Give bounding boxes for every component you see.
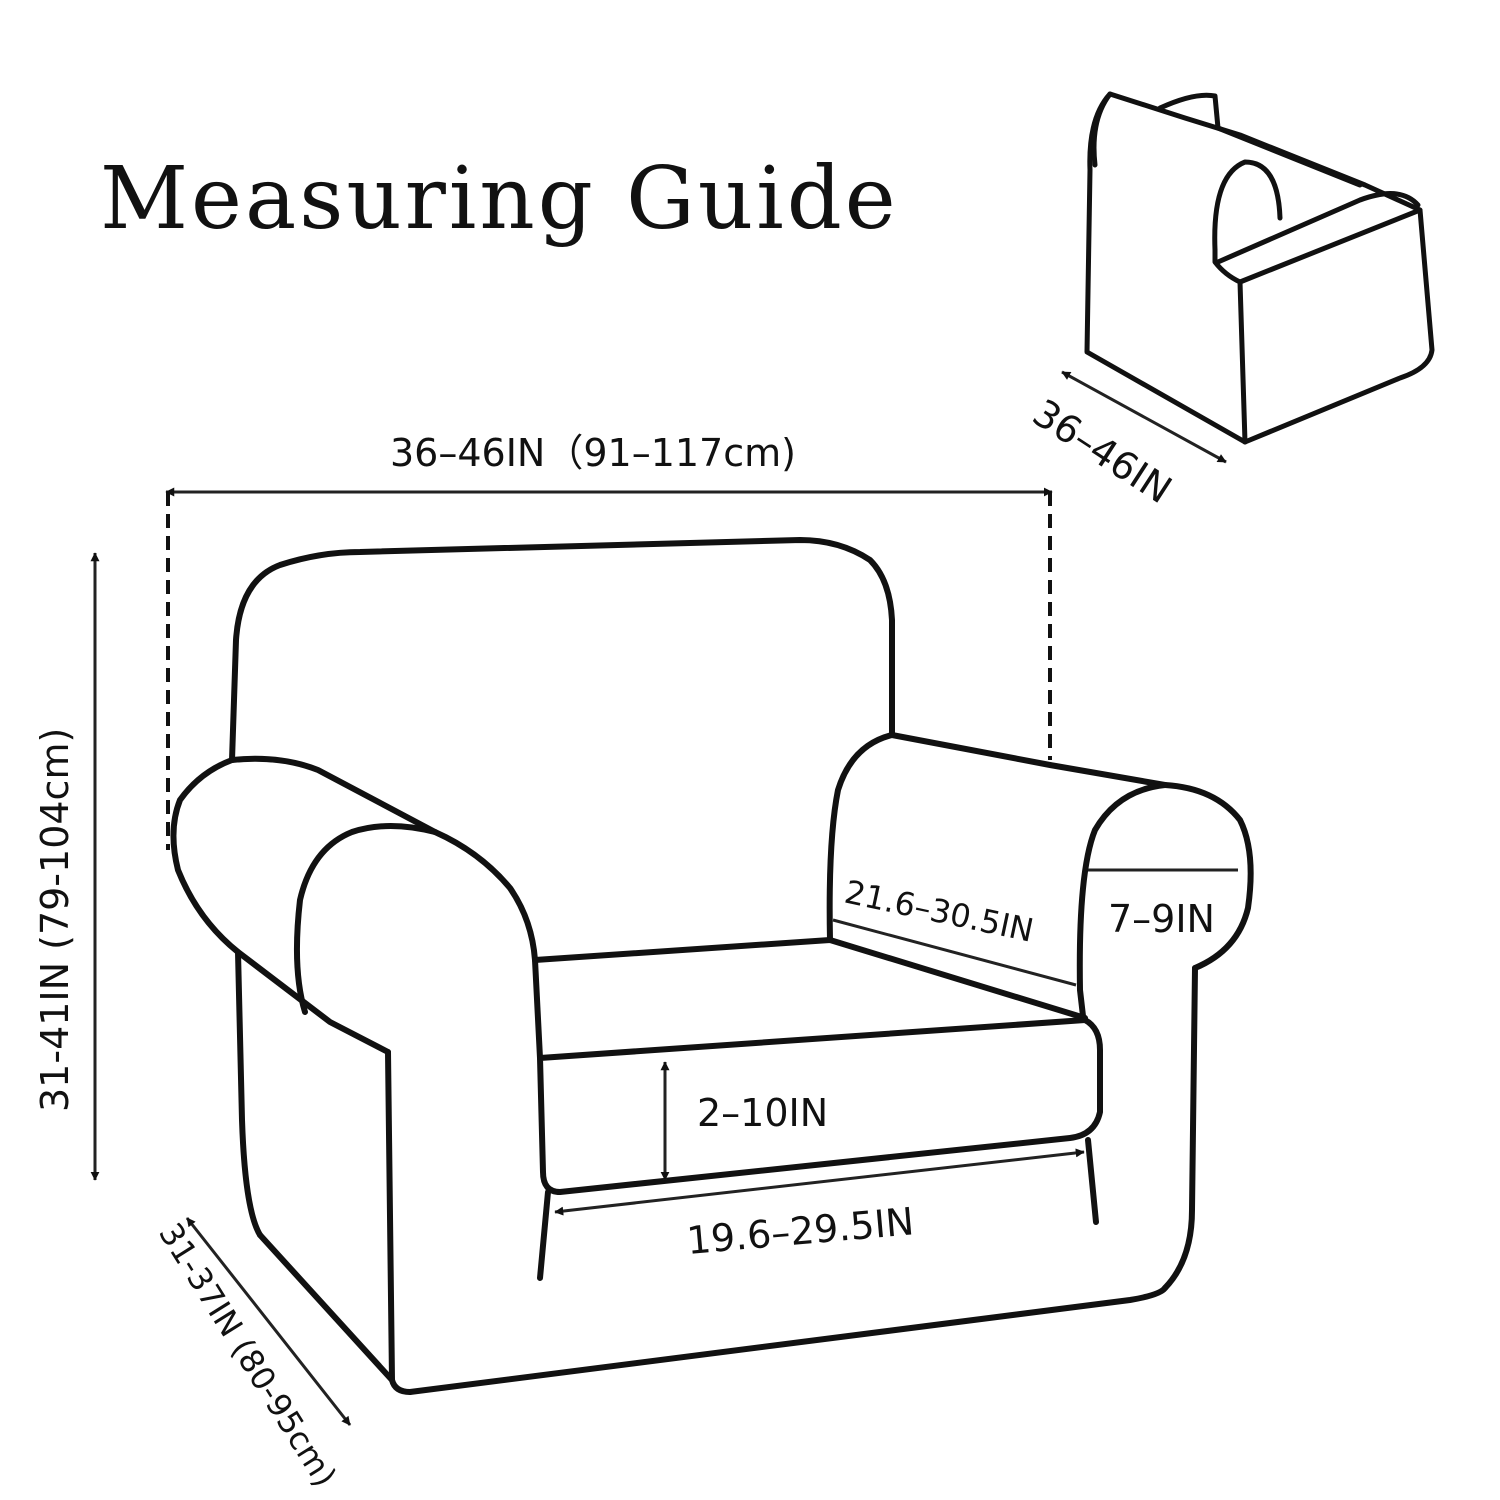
front-depth-label: 31-37IN (80-95cm) — [151, 1216, 344, 1493]
chair-side-view-icon — [1084, 91, 1435, 445]
total-width-label: 36–46IN（91–117cm) — [390, 431, 796, 475]
seat-width-arrow — [554, 1148, 1085, 1216]
seat-depth-arrow — [832, 918, 1077, 987]
armchair-front-view-icon — [170, 537, 1254, 1395]
seat-depth-label: 21.6–30.5IN — [841, 873, 1037, 950]
seat-width-label: 19.6–29.5IN — [685, 1199, 916, 1263]
cushion-height-label: 2–10IN — [697, 1091, 828, 1135]
arm-width-label: 7–9IN — [1108, 897, 1215, 941]
total-height-label: 31-41IN (79-104cm) — [33, 728, 77, 1112]
side-depth-arrow — [1061, 370, 1227, 464]
front-depth-arrow — [185, 1217, 352, 1426]
page-title: Measuring Guide — [100, 149, 899, 249]
